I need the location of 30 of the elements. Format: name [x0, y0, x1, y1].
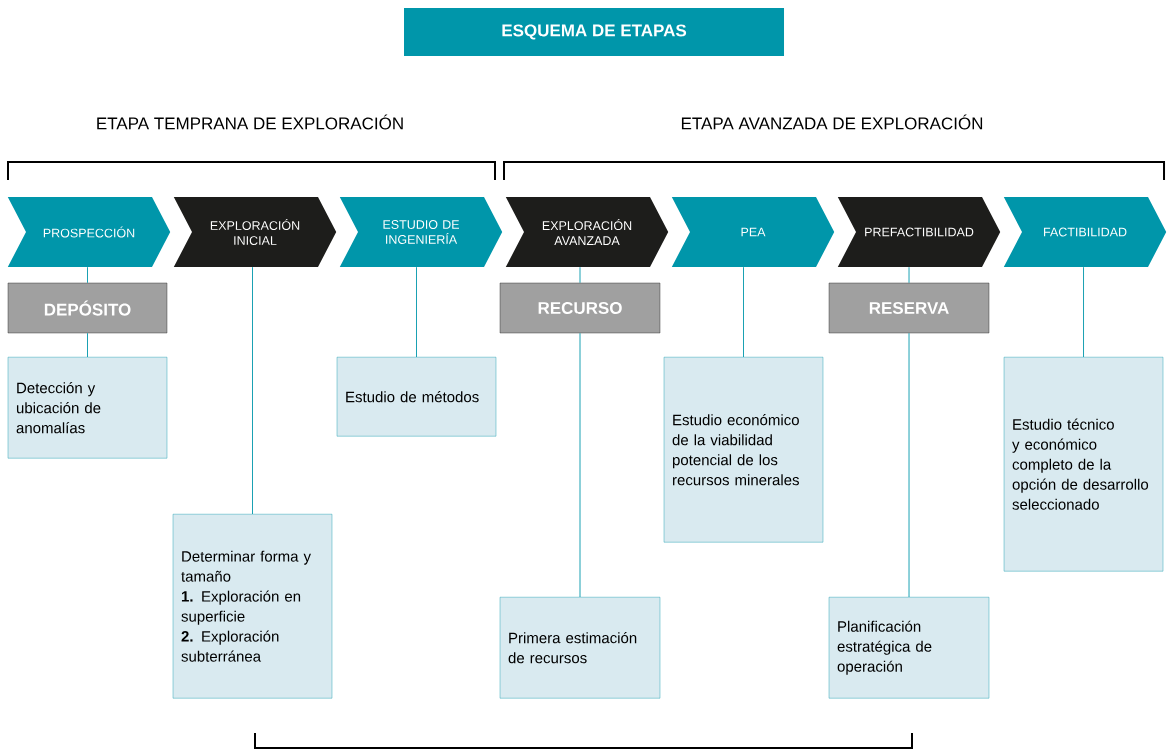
connector-line	[908, 266, 910, 284]
connector-line	[87, 332, 88, 358]
stage-step: EXPLORACIÓN INICIAL	[173, 197, 337, 267]
connector-line	[87, 266, 88, 284]
category-box: DEPÓSITO	[7, 282, 168, 334]
stage-heading: ETAPA AVANZADA DE EXPLORACIÓN	[681, 114, 983, 130]
connector-line	[579, 266, 581, 284]
connector-line	[579, 332, 581, 598]
description-box: Estudio técnico y económico completo de la opción de desarrollo seleccionado	[1003, 357, 1164, 572]
category-box: RECURSO	[499, 282, 661, 334]
connector-line	[908, 332, 910, 598]
connector-line	[416, 266, 417, 358]
title-banner: ESQUEMA DE ETAPAS	[404, 8, 784, 56]
stage-step: PEA	[671, 197, 835, 267]
stage-step: FACTIBILIDAD	[1003, 197, 1167, 267]
description-box: Determinar forma y tamaño 1. Exploración en superficie 2. Exploración subterránea	[172, 514, 333, 699]
description-box: Estudio de métodos	[336, 357, 497, 437]
stage-step: PROSPECCIÓN	[7, 197, 171, 267]
connector-line	[252, 266, 253, 515]
stage-step: ESTUDIO DE INGENIERÍA	[339, 197, 503, 267]
stage-step: EXPLORACIÓN AVANZADA	[505, 197, 669, 267]
description-box: Estudio económico de la viabilidad potencial de los recursos minerales	[663, 357, 824, 543]
connector-line	[743, 266, 744, 358]
category-box: RESERVA	[828, 282, 990, 334]
connector-line	[1083, 266, 1084, 358]
description-box: Detección y ubicación de anomalías	[7, 357, 168, 459]
description-box: Primera estimación de recursos	[499, 597, 661, 699]
stage-heading: ETAPA TEMPRANA DE EXPLORACIÓN	[97, 114, 403, 130]
stage-step: PREFACTIBILIDAD	[837, 197, 1001, 267]
description-box: Planificación estratégica de operación	[828, 597, 990, 699]
